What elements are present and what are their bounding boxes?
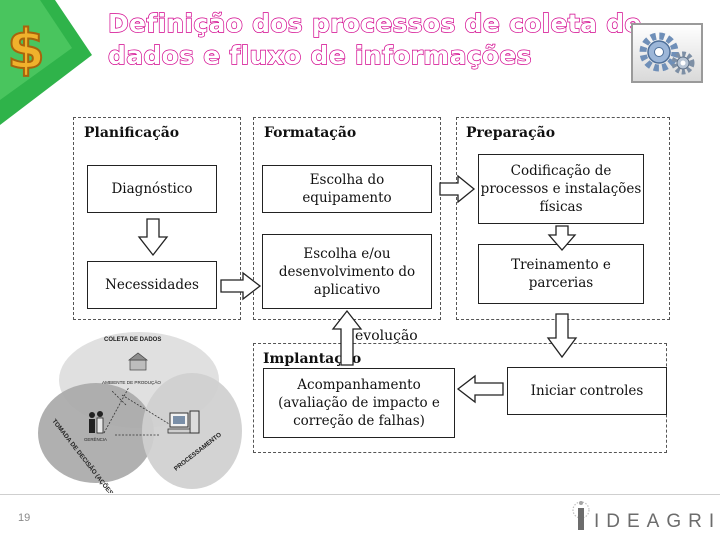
page-number: 19 bbox=[18, 512, 31, 524]
people-icon bbox=[89, 411, 104, 434]
arrow-left-ini-acomp bbox=[456, 374, 504, 404]
evolucao-label: evolução bbox=[355, 328, 418, 344]
slide-title: Definição dos processos de coleta de dad… bbox=[107, 8, 642, 72]
box-treinamento: Treinamento e parcerias bbox=[478, 244, 644, 304]
cycle-ellipse-tomada bbox=[38, 383, 154, 483]
logo-text: IDEAGRI bbox=[594, 511, 720, 532]
section-label-planificacao: Planificação bbox=[84, 125, 180, 141]
box-necessidades: Necessidades bbox=[87, 261, 217, 309]
title-line-1: Definição dos processos de coleta de bbox=[107, 8, 642, 38]
arrow-down-cod-trein bbox=[547, 225, 577, 251]
computer-icon bbox=[167, 410, 200, 434]
section-label-formatacao: Formatação bbox=[264, 125, 357, 141]
arrow-down-diag-nec bbox=[137, 218, 169, 257]
box-escolha-equipamento: Escolha do equipamento bbox=[262, 165, 432, 213]
flow-arrows bbox=[137, 174, 578, 404]
box-codificacao: Codificação de processos e instalações f… bbox=[478, 154, 644, 224]
gears-icon-frame bbox=[631, 23, 703, 83]
box-acompanhamento: Acompanhamento (avaliação de impacto e c… bbox=[263, 368, 455, 438]
box-escolha-aplicativo: Escolha e/ou desenvolvimento do aplicati… bbox=[262, 234, 432, 309]
svg-text:$: $ bbox=[7, 18, 45, 81]
section-label-preparacao: Preparação bbox=[466, 125, 556, 141]
title-line-2: dados e fluxo de informações bbox=[107, 40, 532, 70]
cycle-label-coleta: COLETA DE DADOS bbox=[104, 337, 161, 343]
production-icon bbox=[127, 352, 149, 371]
information-cycle-diagram: COLETA DE DADOS AMBIENTE DE PRODUÇÃO GER… bbox=[38, 332, 242, 493]
arrow-up-evolucao bbox=[331, 309, 363, 366]
box-diagnostico: Diagnóstico bbox=[87, 165, 217, 213]
gears-icon bbox=[639, 32, 695, 75]
dollar-sign-icon: $ bbox=[0, 0, 92, 125]
process-diagram: Planificação Formatação Preparação Impla… bbox=[73, 117, 673, 458]
box-iniciar-controles: Iniciar controles bbox=[507, 367, 667, 415]
arrow-right-equip-cod bbox=[439, 174, 476, 204]
arrow-down-trein-ini bbox=[546, 313, 578, 359]
cycle-label-gerencia: GERÊNCIA bbox=[84, 437, 107, 442]
section-label-implantacao: Implantação bbox=[263, 351, 362, 367]
cycle-label-ambiente: AMBIENTE DE PRODUÇÃO bbox=[102, 379, 161, 385]
arrow-right-nec-app bbox=[220, 271, 262, 301]
footer-divider bbox=[0, 494, 720, 495]
logo-icon bbox=[572, 501, 590, 530]
section-planificacao: Planificação bbox=[73, 117, 241, 320]
